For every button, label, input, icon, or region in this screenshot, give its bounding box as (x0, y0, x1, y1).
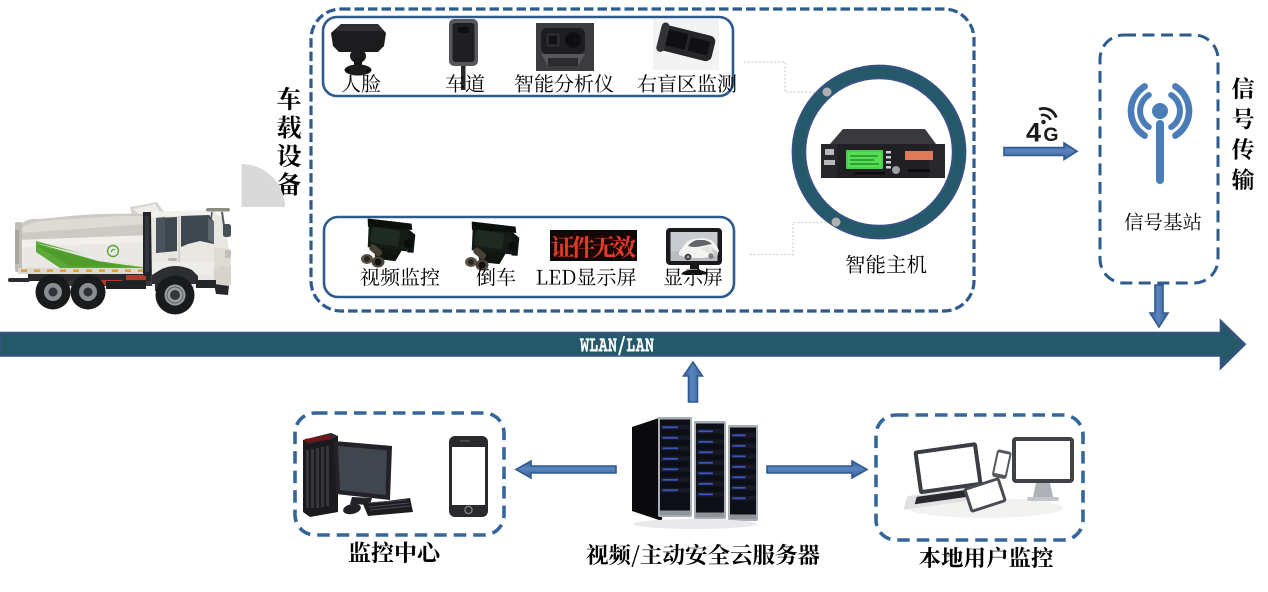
svg-text:G: G (1043, 124, 1058, 146)
svg-text:4: 4 (1026, 118, 1041, 148)
